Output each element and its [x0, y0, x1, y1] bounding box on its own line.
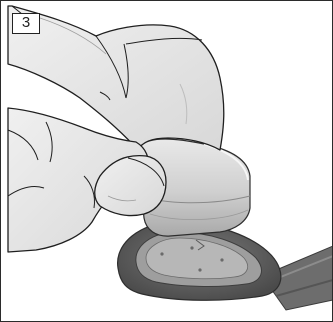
step-number-label: 3 [12, 13, 40, 34]
